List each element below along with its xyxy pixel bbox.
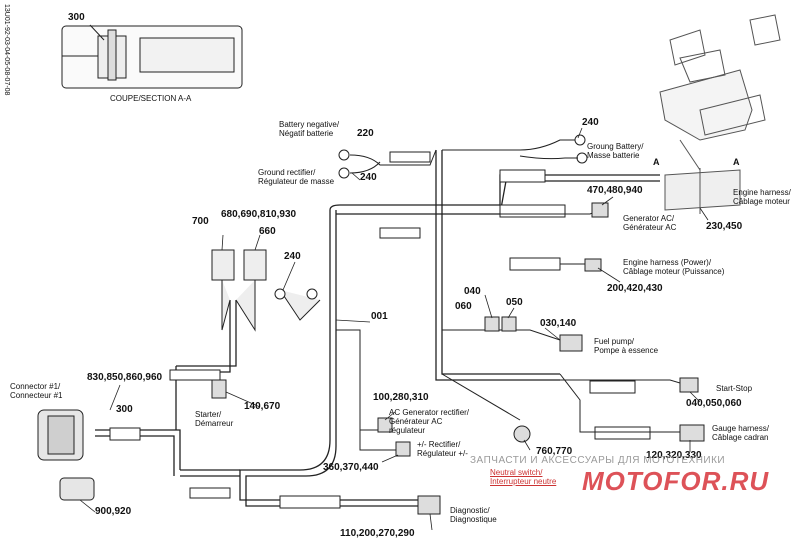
watermark-text: ЗАПЧАСТИ И АКСЕССУАРЫ ДЛЯ МОТОТЕХНИКИ bbox=[470, 455, 726, 466]
callout-240-top: 240 bbox=[582, 117, 599, 128]
watermark-logo: MOTOFOR.RU bbox=[582, 466, 770, 496]
callout-830: 830,850,860,960 bbox=[87, 372, 163, 383]
diagnostic-label: Diagnostic/Diagnostique bbox=[450, 506, 497, 524]
callout-section-300: 300 bbox=[68, 12, 85, 23]
diagnostic-connector bbox=[417, 495, 441, 515]
callout-700: 700 bbox=[192, 216, 209, 227]
callout-040: 040 bbox=[464, 286, 481, 297]
callout-300: 300 bbox=[116, 404, 133, 415]
callout-100: 100,280,310 bbox=[373, 392, 429, 403]
ac-rectifier-connector bbox=[377, 417, 393, 433]
right-branches bbox=[441, 202, 705, 443]
callout-200: 200,420,430 bbox=[607, 283, 663, 294]
callout-760: 760,770 bbox=[536, 446, 573, 457]
callout-120: 120,320,330 bbox=[646, 450, 702, 461]
neutral-switch-label: Neutral switch/Interrupteur neutre bbox=[490, 468, 557, 486]
callout-060: 060 bbox=[455, 301, 472, 312]
battery-negative-label: Battery negative/Négatif batterie bbox=[279, 120, 340, 138]
callout-240-ground: 240 bbox=[360, 172, 377, 183]
relays bbox=[211, 249, 321, 332]
callout-140: 140,670 bbox=[244, 401, 281, 412]
engine-illustration bbox=[659, 14, 781, 214]
callout-900: 900,920 bbox=[95, 506, 132, 517]
start-stop-label: Start-Stop bbox=[716, 384, 753, 393]
callout-680: 680,690,810,930 bbox=[221, 209, 297, 220]
gauge-harness-label: Gauge harness/Câblage cadran bbox=[712, 424, 769, 442]
ground-rectifier-label: Ground rectifier/Régulateur de masse bbox=[258, 168, 335, 186]
callout-230: 230,450 bbox=[706, 221, 743, 232]
callout-001: 001 bbox=[371, 311, 388, 322]
rectifier-connector bbox=[395, 441, 411, 457]
section-caption: COUPE/SECTION A-A bbox=[110, 94, 192, 103]
generator-ac-label: Generator AC/Générateur AC bbox=[623, 214, 677, 232]
section-marker-right: A bbox=[733, 157, 740, 167]
callout-050: 050 bbox=[506, 297, 523, 308]
callout-360: 360,370,440 bbox=[323, 462, 379, 473]
section-marker-left: A bbox=[653, 157, 660, 167]
callout-030: 030,140 bbox=[540, 318, 577, 329]
battery-leads bbox=[338, 134, 588, 179]
rectifier-label: +/- Rectifier/Régulateur +/- bbox=[417, 440, 468, 458]
callout-220: 220 bbox=[357, 128, 374, 139]
callout-660: 660 bbox=[259, 226, 276, 237]
callout-040b: 040,050,060 bbox=[686, 398, 742, 409]
fuel-pump-label: Fuel pump/Pompe à essence bbox=[594, 337, 659, 355]
doc-code: 13U01-92-03-04-05-08-07-08 bbox=[3, 4, 10, 96]
connector1-label: Connector #1/Connecteur #1 bbox=[10, 382, 63, 400]
starter-label: Starter/Démarreur bbox=[195, 410, 234, 428]
section-inset bbox=[61, 24, 243, 89]
ground-battery-label: Groung Battery/Masse batterie bbox=[587, 142, 644, 160]
starter-connector bbox=[211, 379, 227, 399]
engine-harness-power-label: Engine harness (Power)/Câblage moteur (P… bbox=[623, 258, 725, 276]
connector-1 bbox=[37, 409, 95, 501]
callout-470: 470,480,940 bbox=[587, 185, 643, 196]
callout-110: 110,200,270,290 bbox=[340, 528, 415, 539]
callout-240-right: 240 bbox=[284, 251, 301, 262]
engine-harness-label: Engine harness/Câblage moteur bbox=[733, 188, 791, 206]
